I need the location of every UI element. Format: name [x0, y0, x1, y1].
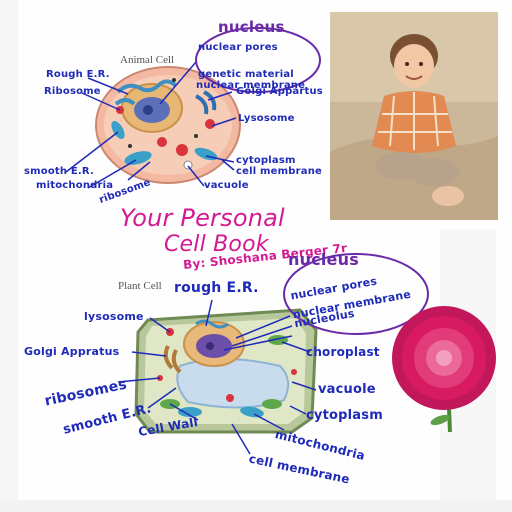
page-left-margin — [0, 0, 18, 512]
plant-cytoplasm-label: cytoplasm — [306, 408, 383, 423]
animal-lysosome-label: Lysosome — [238, 113, 295, 124]
animal-cell-drawing — [95, 66, 241, 184]
plant-golgi-label: Golgi Appratus — [24, 345, 120, 358]
plant-lysosome-label: lysosome — [84, 310, 144, 323]
plant-vacuole-label: vacuole — [318, 382, 376, 397]
animal-nuclear-pores-label: nuclear pores — [198, 42, 278, 53]
animal-pointer-lines — [65, 61, 237, 189]
child-photo — [330, 12, 498, 220]
plant-rough-er-label: rough E.R. — [174, 280, 259, 296]
animal-vacuole-label: vacuole — [204, 180, 249, 191]
animal-mitochondria-label: mitochondria — [36, 180, 114, 191]
plant-nucleus-circle — [283, 253, 429, 335]
animal-rough-er-label: Rough E.R. — [46, 69, 110, 80]
animal-nuclear-membrane-label: nuclear membrane — [196, 80, 306, 91]
animal-genetic-material-label: genetic material — [198, 69, 294, 80]
animal-golgi-label: Golgi Appartus — [236, 86, 323, 97]
book-title-line1: Your Personal — [120, 204, 285, 232]
animal-ribosome-label: Ribosome — [44, 86, 101, 97]
plant-cell-drawing — [134, 308, 318, 434]
dahlia-flower-image — [392, 306, 496, 433]
plant-nucleus-label: nucleus — [288, 250, 359, 269]
plant-pointer-lines — [117, 299, 317, 455]
animal-smooth-er-label: smooth E.R. — [24, 166, 95, 177]
page-bottom-margin — [0, 500, 512, 512]
plant-cell-title: Plant Cell — [118, 280, 162, 292]
book-title-line2: Cell Book — [164, 232, 269, 257]
animal-nucleus-label: nucleus — [218, 18, 285, 36]
animal-cell-membrane-label: cell membrane — [236, 166, 323, 177]
animal-cell-title: Animal Cell — [120, 54, 175, 66]
animal-nucleus-circle — [195, 27, 321, 93]
animal-cytoplasm-label: cytoplasm — [236, 155, 296, 166]
plant-chloroplast-label: choroplast — [306, 345, 380, 359]
